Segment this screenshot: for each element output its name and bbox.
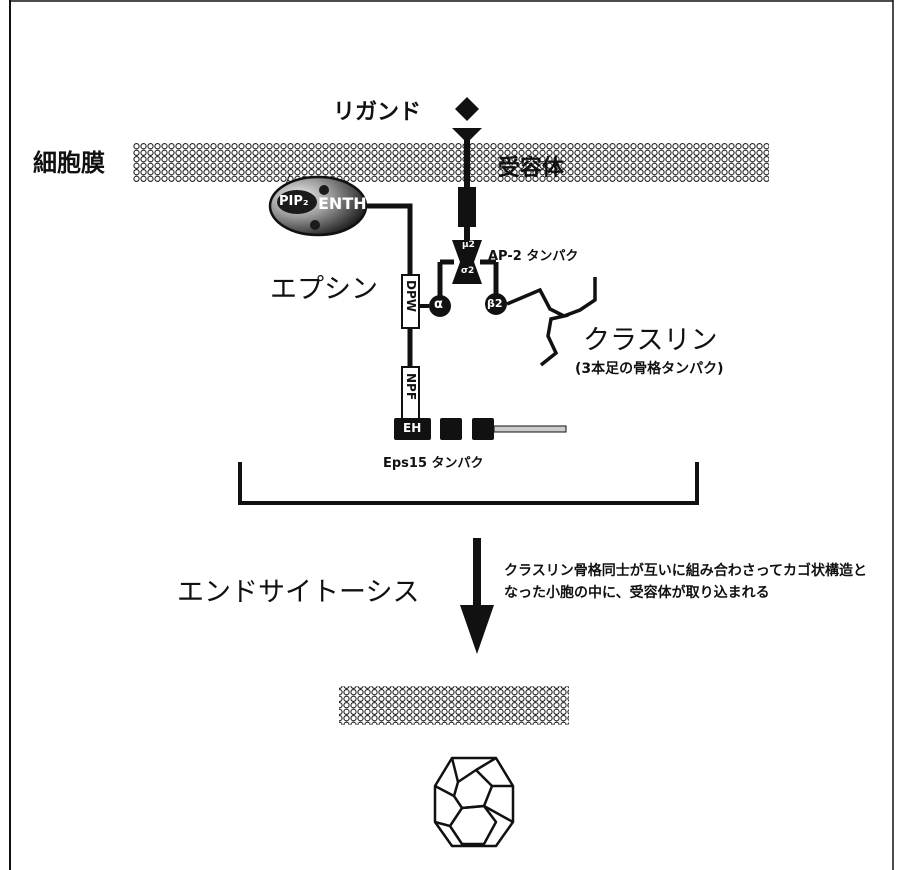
- clathrin-leg2-icon: [563, 277, 597, 318]
- ligand-diamond-icon: [455, 97, 479, 121]
- epsin-chain: [366, 203, 413, 275]
- ap2-label: AP-2 タンパク: [488, 249, 579, 264]
- membrane-label: 細胞膜: [33, 149, 105, 177]
- dpw-label: DPW: [404, 280, 418, 312]
- arrow-down-icon: [460, 605, 494, 654]
- beta2-label: β2: [487, 297, 503, 310]
- npf-label: NPF: [404, 373, 418, 401]
- sigma2-label: σ2: [461, 266, 475, 276]
- ap2-complex: [429, 240, 507, 317]
- cell-membrane: [133, 143, 769, 182]
- endocytosis-description: クラスリン骨格同士が互いに組み合わさってカゴ状構造となった小胞の中に、受容体が取…: [504, 563, 868, 601]
- cell-membrane-bottom: [339, 686, 569, 725]
- eps15-protein: [394, 418, 567, 440]
- pip2-label: PIP₂: [279, 194, 309, 209]
- mu2-label: μ2: [462, 240, 475, 250]
- receptor-label: 受容体: [498, 156, 565, 181]
- eh-label: EH: [403, 421, 422, 435]
- receptor-protein: [452, 128, 482, 240]
- eps15-label: Eps15 タンパク: [383, 456, 484, 471]
- alpha-label: α: [434, 297, 443, 312]
- process-bracket: [238, 462, 699, 505]
- clathrin-leg-icon: [506, 287, 570, 367]
- clathrin-cage-icon: [433, 756, 515, 848]
- epsin-label: エプシン: [270, 274, 378, 305]
- enth-label: ENTH: [318, 194, 367, 213]
- ligand-label: リガンド: [333, 100, 422, 125]
- clathrin-note-label: (3本足の骨格タンパク): [575, 361, 724, 377]
- endocytosis-label: エンドサイトーシス: [177, 577, 420, 608]
- clathrin-label: クラスリン: [583, 325, 718, 356]
